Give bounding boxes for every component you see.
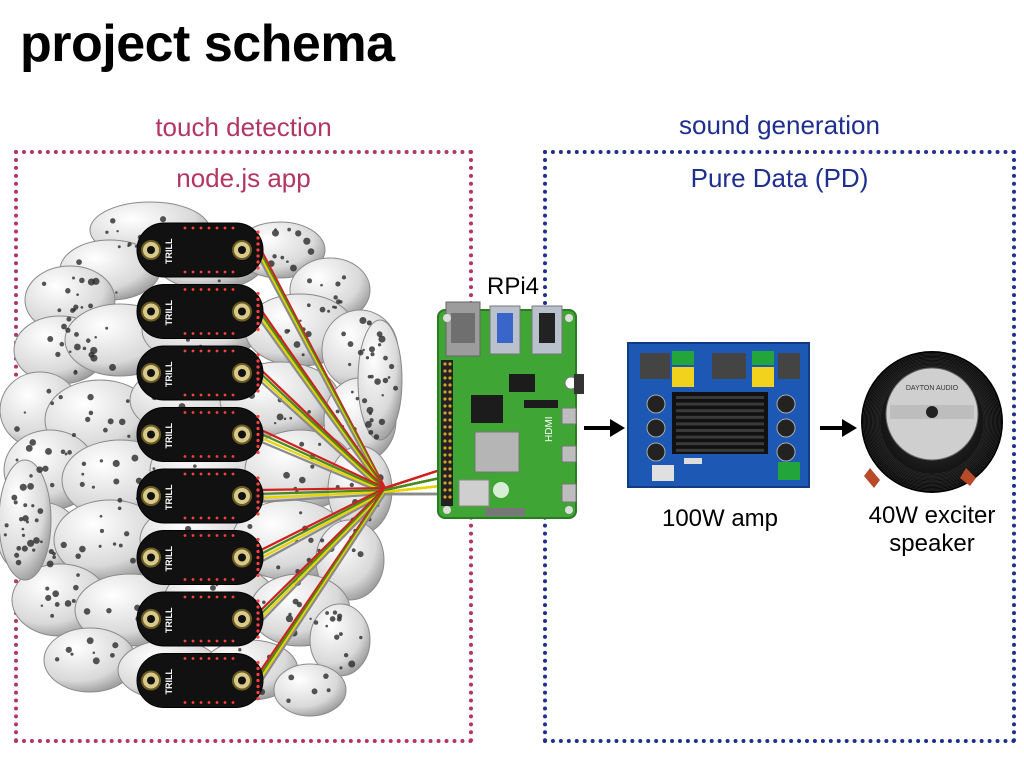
trill-sensor-label: TRILL xyxy=(164,238,174,264)
trill-sensor: TRILL xyxy=(136,284,264,339)
sound-generation-heading: sound generation xyxy=(679,110,880,140)
amplifier-board xyxy=(627,342,810,488)
speaker-label-line2: speaker xyxy=(889,530,975,557)
trill-sensor: TRILL xyxy=(136,591,264,647)
trill-sensor: TRILL xyxy=(136,407,264,462)
speaker-label-line1: 40W exciter xyxy=(868,502,996,529)
hdmi-port-label: HDMI xyxy=(544,416,555,442)
trill-sensor-label: TRILL xyxy=(164,669,174,695)
trill-sensor: TRILL xyxy=(136,653,264,708)
page-title: project schema xyxy=(20,15,395,73)
speaker-label: 40W exciter speaker xyxy=(840,502,1024,558)
trill-sensor-label: TRILL xyxy=(164,546,174,572)
node-app-subheading: node.js app xyxy=(176,163,311,193)
arrow-pi-to-amp xyxy=(584,419,625,437)
raspberry-pi-board: HDMI xyxy=(437,301,584,519)
trill-sensor-label: TRILL xyxy=(164,300,174,326)
touch-detection-heading: touch detection xyxy=(155,112,332,142)
arrow-amp-to-speaker xyxy=(820,419,857,437)
sensor-wires xyxy=(257,243,441,688)
trill-sensor-group: TRILL TRILL TRILL TRILL TRILL TRILL TRILL TRILL xyxy=(136,222,264,708)
trill-sensor: TRILL xyxy=(136,530,264,585)
pure-data-subheading: Pure Data (PD) xyxy=(690,163,869,193)
trill-sensor-label: TRILL xyxy=(164,607,174,633)
rpi4-label: RPi4 xyxy=(486,273,540,300)
exciter-speaker: DAYTON AUDIO xyxy=(861,351,1003,493)
amp-label: 100W amp xyxy=(661,505,779,532)
trill-sensor: TRILL xyxy=(136,468,264,524)
trill-sensor: TRILL xyxy=(136,345,264,401)
trill-sensor: TRILL xyxy=(136,222,264,278)
trill-sensor-label: TRILL xyxy=(164,484,174,510)
trill-sensor-label: TRILL xyxy=(164,423,174,449)
trill-sensor-label: TRILL xyxy=(164,361,174,387)
svg-text:DAYTON AUDIO: DAYTON AUDIO xyxy=(906,385,959,392)
